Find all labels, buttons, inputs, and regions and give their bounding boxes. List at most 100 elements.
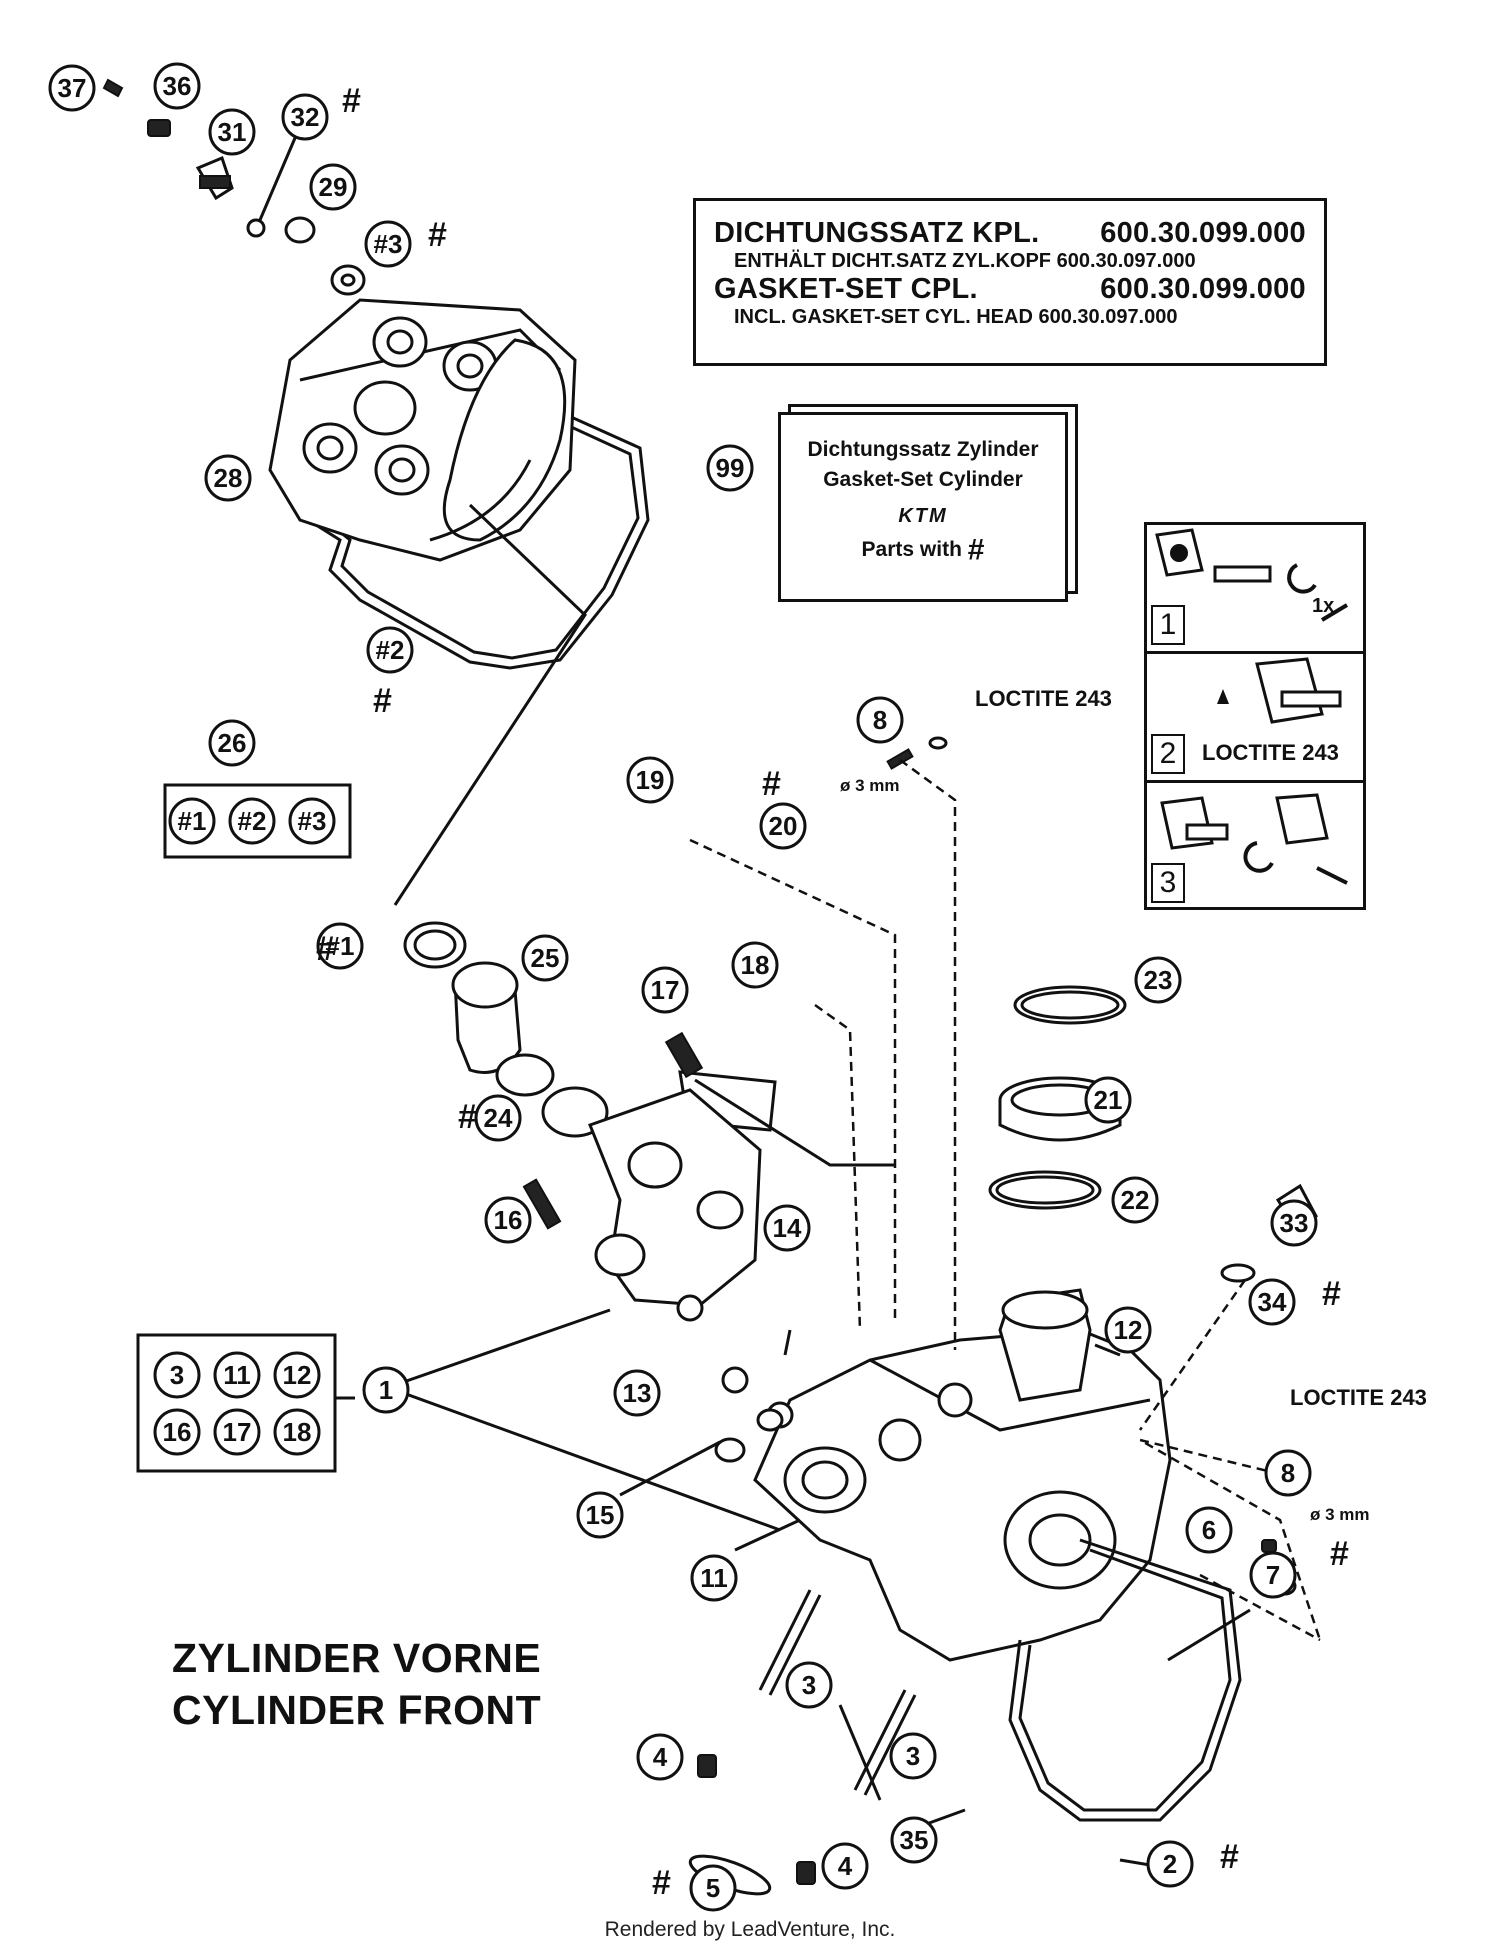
callout-number: 1 (379, 1375, 393, 1405)
callout-24: 33 (1270, 1199, 1318, 1247)
step-1-illustration (1155, 528, 1349, 622)
callout-number: 33 (1280, 1208, 1309, 1238)
step-2-loctite: LOCTITE 243 (1202, 740, 1339, 765)
callout-number: #2 (376, 635, 405, 665)
callout-number: 25 (531, 943, 560, 973)
callout-25: 12 (1104, 1306, 1152, 1354)
callout-32: 6 (1185, 1506, 1233, 1554)
gasket-hash-mark: # (1322, 1275, 1341, 1313)
callout-number: 8 (1281, 1458, 1295, 1488)
callout-circle (890, 1816, 938, 1864)
assembly-steps-panel: 1 1x 2 LOCTITE 243 3 (1144, 522, 1366, 910)
callout-number: 13 (623, 1378, 652, 1408)
callout-number: 18 (741, 950, 770, 980)
callout-2: 36 (153, 62, 201, 110)
callout-number: 32 (291, 102, 320, 132)
callout-number: 99 (716, 453, 745, 483)
kit-1-item-circle (273, 1351, 321, 1399)
kit-1-item-circle (153, 1351, 201, 1399)
gasket-hash-mark: # (1220, 1838, 1239, 1876)
callout-circle (856, 696, 904, 744)
step-3-illustration (1160, 793, 1348, 885)
callout-circle (641, 966, 689, 1014)
callout-27: 1 (362, 1366, 410, 1414)
callout-19: 21 (1084, 1076, 1132, 1124)
callout-circle (785, 1661, 833, 1709)
gasket-line-1-number: 600.30.099.000 (1100, 217, 1306, 249)
gasket-hash-mark: # (762, 765, 781, 803)
kit-26-item-circle (288, 797, 336, 845)
gasket-hash-mark: # (428, 216, 447, 254)
gasket-line-3: GASKET-SET CPL. 600.30.099.000 (714, 273, 1306, 306)
callout-13: 20 (759, 802, 807, 850)
step-3-number: 3 (1151, 863, 1185, 903)
gasket-line-2: ENTHÄLT DICHT.SATZ ZYL.KOPF 600.30.097.0… (734, 250, 1196, 272)
kit-1-item-circle (273, 1408, 321, 1456)
callout-number: 35 (900, 1825, 929, 1855)
callout-circle (484, 1196, 532, 1244)
callout-number: 12 (1114, 1315, 1143, 1345)
callout-number: 26 (218, 728, 247, 758)
callout-number: 36 (163, 71, 192, 101)
gasket-hash-mark: # (652, 1864, 671, 1902)
callout-number: 21 (1094, 1085, 1123, 1115)
kit-1-item: 18 (283, 1417, 312, 1447)
kit-1-item: 12 (283, 1360, 312, 1390)
cylinder-set-line-1: Dichtungssatz Zylinder (807, 438, 1039, 461)
callout-38: 2 (1146, 1840, 1194, 1888)
small-fasteners (102, 78, 366, 296)
callout-29: 15 (576, 1491, 624, 1539)
callout-8: #2 (366, 626, 414, 674)
callout-number: #3 (374, 229, 403, 259)
callout-30: 11 (690, 1554, 738, 1602)
callout-circle (521, 934, 569, 982)
callout-number: 31 (218, 117, 247, 147)
callout-number: 37 (58, 73, 87, 103)
callout-number: 8 (873, 705, 887, 735)
callout-35: 4 (636, 1733, 684, 1781)
callout-circle (1104, 1306, 1152, 1354)
callout-circle (626, 756, 674, 804)
diagram-title: ZYLINDER VORNE CYLINDER FRONT (172, 1632, 541, 1736)
diameter-label-lower: ø 3 mm (1310, 1505, 1370, 1524)
callout-circle (889, 1732, 937, 1780)
callout-circle (1134, 956, 1182, 1004)
callout-circle (309, 163, 357, 211)
callout-circle (731, 941, 779, 989)
callout-circle (690, 1554, 738, 1602)
step-3: 3 (1147, 783, 1363, 909)
gasket-hash-mark: # (342, 82, 361, 120)
step-2: 2 LOCTITE 243 (1147, 654, 1363, 783)
callout-7: 28 (204, 454, 252, 502)
callout-circle (1185, 1506, 1233, 1554)
kit-1-item: 11 (223, 1360, 251, 1390)
callout-26: 34 (1248, 1278, 1296, 1326)
valve-cover (268, 298, 650, 670)
callout-circle (153, 62, 201, 110)
callout-number: 3 (906, 1741, 920, 1771)
callout-36: 3 (889, 1732, 937, 1780)
parts-with-label: Parts with (861, 538, 962, 561)
gasket-line-1: DICHTUNGSSATZ KPL. 600.30.099.000 (714, 217, 1306, 250)
gasket-set-box: DICHTUNGSSATZ KPL. 600.30.099.000 ENTHÄL… (693, 198, 1327, 366)
kit-1-item-circle (213, 1351, 261, 1399)
callout-number: 28 (214, 463, 243, 493)
callout-18: 23 (1134, 956, 1182, 1004)
callout-number: 4 (653, 1742, 668, 1772)
title-english: CYLINDER FRONT (172, 1687, 542, 1733)
callout-number: 16 (494, 1205, 523, 1235)
callout-number: 5 (706, 1873, 720, 1903)
footer-credit: Rendered by LeadVenture, Inc. (604, 1918, 896, 1941)
callout-39: 5 (689, 1864, 737, 1912)
callout-circle (281, 93, 329, 141)
callout-number: 29 (319, 172, 348, 202)
kit-26-item-circle (168, 797, 216, 845)
callout-circle (1084, 1076, 1132, 1124)
callout-28: 13 (613, 1369, 661, 1417)
callout-number: 4 (838, 1851, 853, 1881)
callout-20: 24 (474, 1094, 522, 1142)
callout-circle (1146, 1840, 1194, 1888)
callout-17: 17 (641, 966, 689, 1014)
kit-26-item: #1 (178, 806, 207, 836)
hash-icon: # (967, 533, 985, 567)
